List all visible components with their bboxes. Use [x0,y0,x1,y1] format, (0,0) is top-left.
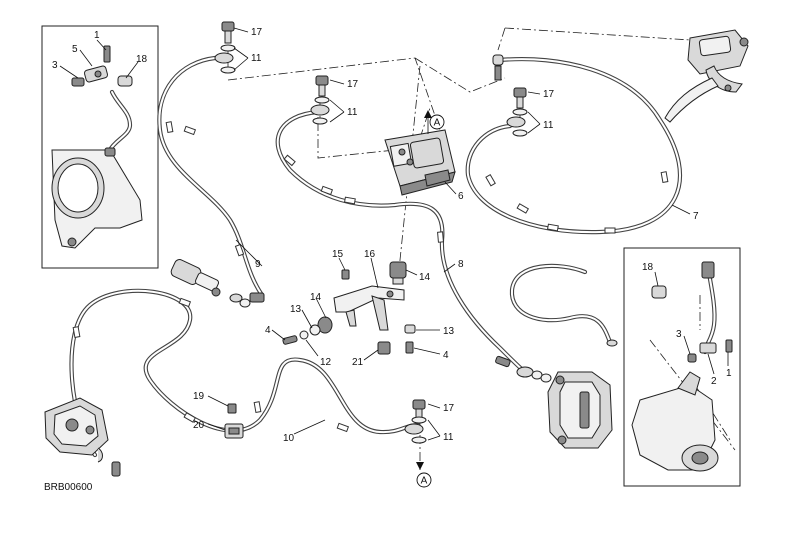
front-master-cylinder [664,29,749,123]
reference-mark-a-top: A [424,110,445,134]
callout-label: 14 [310,292,322,303]
callout-label: 8 [458,259,464,270]
callout-label: 3 [52,60,58,71]
callout-label: 14 [419,272,431,283]
callout-label: 9 [255,259,261,270]
callout-label: 15 [332,249,344,260]
banjo-fitting-abs-right [506,87,528,137]
callout-label: 1 [94,30,100,41]
callout-label: 4 [265,325,271,336]
leader-lines [59,27,729,441]
callout-label: 19 [193,391,205,402]
callout-label: 1 [726,368,732,379]
mounting-bracket [282,261,416,355]
callout-label: 13 [290,304,302,315]
callout-label: 20 [193,420,205,431]
reference-mark-a-label: A [421,476,428,487]
callout-labels: 1 5 3 18 17 11 17 11 17 11 17 11 6 7 8 9… [52,27,732,444]
abs-modulator [384,129,456,196]
callout-label: 10 [283,433,295,444]
right-inset-front-sensor [631,261,733,472]
callout-label: 18 [642,262,654,273]
callout-label: 11 [443,432,454,443]
callout-label: 5 [72,44,78,55]
banjo-fitting-abs-left [310,75,330,125]
callout-label: 16 [364,249,376,260]
front-caliper-banjo [495,339,618,383]
callout-label: 2 [711,376,717,387]
rear-brake-caliper [44,397,121,477]
callout-label: 12 [320,357,332,368]
left-inset-rear-sensor [51,45,143,249]
rear-master-cylinder [170,259,265,308]
hose-sleeves [72,121,669,433]
callout-label: 6 [458,191,464,202]
callout-label: 7 [693,211,699,222]
banjo-fitting-top-left [214,21,236,74]
callout-label: 17 [347,79,359,90]
brake-hoses [69,55,717,458]
reference-mark-a-bottom: A [416,462,432,488]
callout-label: 17 [443,403,455,414]
callout-label: 4 [443,350,449,361]
reference-mark-a-label: A [434,118,441,129]
drawing-code: BRB00600 [44,482,93,493]
callout-label: 11 [251,53,262,64]
callout-label: 17 [251,27,263,38]
banjo-fitting-bottom [404,399,427,444]
callout-label: 13 [443,326,455,337]
callout-label: 11 [347,107,358,118]
callout-label: 3 [676,329,682,340]
clip-and-bolt-19-20 [224,403,244,439]
callout-label: 17 [543,89,555,100]
front-brake-caliper [547,371,613,449]
callout-label: 11 [543,120,554,131]
callout-label: 18 [136,54,148,65]
callout-label: 21 [352,357,364,368]
banjo-fitting-top-right [492,54,504,81]
